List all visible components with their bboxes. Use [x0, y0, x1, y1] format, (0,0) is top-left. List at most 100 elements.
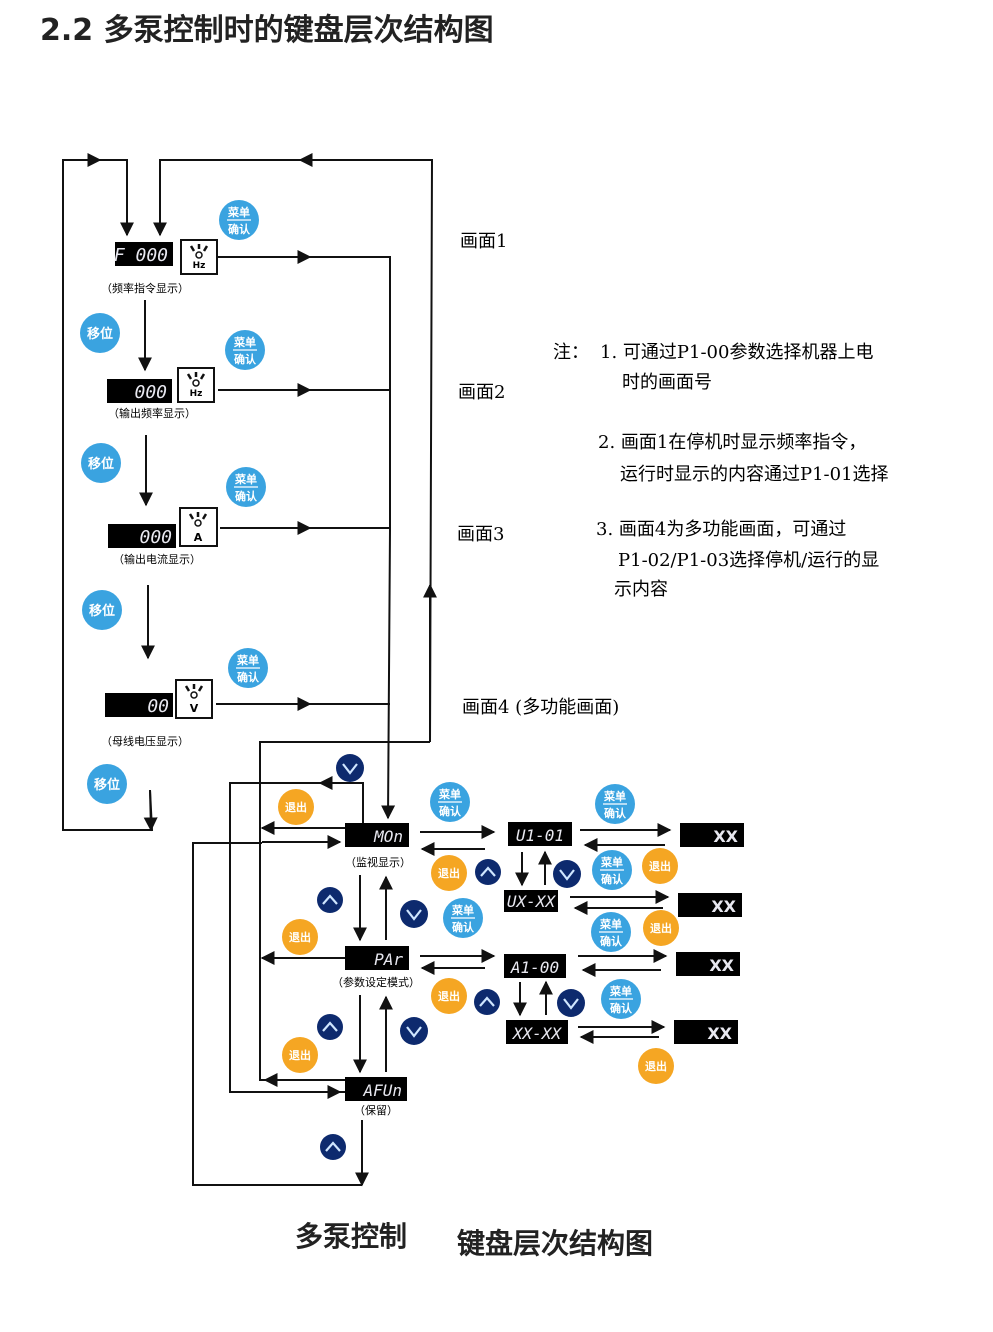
screen-3: 000 A （输出电流显示） 画面3 — [108, 507, 504, 566]
svg-text:移位: 移位 — [89, 603, 115, 619]
up-button[interactable] — [474, 989, 500, 1015]
exit-button[interactable]: 退出 — [642, 848, 678, 884]
exit-button[interactable]: 退出 — [278, 789, 314, 825]
up-button[interactable] — [317, 887, 343, 913]
shift-button[interactable]: 移位 — [82, 590, 122, 630]
svg-text:确认: 确认 — [604, 806, 627, 820]
display-value: F 000 — [114, 245, 168, 266]
led-glow-icon — [186, 372, 206, 387]
mode-parameter: PAr （参数设定模式） — [332, 946, 420, 989]
screen-label: 画面2 — [458, 382, 505, 403]
svg-text:A: A — [194, 531, 203, 544]
svg-text:PAr: PAr — [374, 950, 403, 969]
screen-caption: （输出频率显示） — [108, 406, 196, 420]
screen-4: 00 V （母线电压显示） 画面4 (多功能画面) — [101, 679, 619, 748]
svg-text:退出: 退出 — [289, 1048, 311, 1062]
display-value: 00 — [147, 696, 169, 717]
svg-text:退出: 退出 — [285, 800, 307, 814]
up-button[interactable] — [317, 1014, 343, 1040]
svg-text:菜单: 菜单 — [227, 205, 250, 219]
down-button[interactable] — [400, 1017, 428, 1045]
exit-button[interactable]: 退出 — [282, 1037, 318, 1073]
exit-button[interactable]: 退出 — [431, 978, 467, 1014]
svg-text:菜单: 菜单 — [451, 903, 474, 917]
exit-button[interactable]: 退出 — [643, 910, 679, 946]
display-value: XX-XX — [512, 1024, 563, 1043]
screen-1: F 000 Hz （频率指令显示） 画面1 — [101, 231, 507, 295]
svg-text:（监视显示）: （监视显示） — [345, 855, 411, 869]
screen-caption: （母线电压显示） — [101, 734, 189, 748]
svg-text:Hz: Hz — [193, 261, 206, 271]
svg-text:确认: 确认 — [439, 804, 462, 818]
exit-button[interactable]: 退出 — [282, 919, 318, 955]
sub-display: A1-00 — [504, 954, 566, 978]
down-button[interactable] — [336, 754, 364, 782]
connector-lines — [62, 153, 672, 1187]
display-value: 000 — [139, 527, 172, 548]
chevron-up-icon — [325, 1141, 341, 1152]
keypad-buttons: 菜单确认菜单确认菜单确认菜单确认菜单确认菜单确认菜单确认菜单确认菜单确认菜单确认… — [80, 200, 679, 1160]
svg-text:菜单: 菜单 — [438, 787, 461, 801]
exit-button[interactable]: 退出 — [638, 1048, 674, 1084]
svg-text:移位: 移位 — [88, 456, 114, 472]
shift-button[interactable]: 移位 — [87, 764, 127, 804]
note-line: 3. 画面4为多功能画面，可通过 — [596, 519, 846, 540]
up-button[interactable] — [475, 859, 501, 885]
svg-text:确认: 确认 — [600, 934, 623, 948]
note-line: 示内容 — [614, 579, 668, 600]
mode-monitor: MOn （监视显示） — [345, 823, 411, 869]
note-line: 1. 可通过P1-00参数选择机器上电 — [600, 342, 873, 363]
svg-text:确认: 确认 — [234, 352, 257, 366]
svg-text:确认: 确认 — [237, 670, 260, 684]
down-button[interactable] — [553, 860, 581, 888]
value-display: XX — [678, 893, 742, 917]
notes: 注： 1. 可通过P1-00参数选择机器上电 时的画面号 2. 画面1在停机时显… — [553, 342, 889, 600]
led-glow-icon — [189, 244, 209, 259]
note-line: P1-02/P1-03选择停机/运行的显 — [618, 550, 879, 571]
chevron-down-icon — [342, 763, 358, 775]
led-glow-icon — [188, 512, 208, 527]
svg-text:移位: 移位 — [87, 326, 113, 342]
down-button[interactable] — [557, 989, 585, 1017]
exit-button[interactable]: 退出 — [431, 855, 467, 891]
svg-text:确认: 确认 — [610, 1001, 633, 1015]
svg-text:退出: 退出 — [438, 989, 460, 1003]
led-glow-icon — [184, 684, 204, 699]
figure-caption-part2: 键盘层次结构图 — [457, 1227, 653, 1260]
svg-text:确认: 确认 — [452, 920, 475, 934]
chevron-up-icon — [322, 894, 338, 905]
display-value: XX — [713, 827, 738, 846]
figure-caption-part1: 多泵控制 — [295, 1220, 407, 1253]
svg-text:AFUn: AFUn — [362, 1081, 402, 1100]
screen-label: 画面3 — [457, 524, 504, 545]
display-value: XX — [709, 956, 734, 975]
shift-button[interactable]: 移位 — [81, 443, 121, 483]
display-value: 000 — [134, 382, 167, 403]
value-display: XX — [680, 823, 744, 847]
screen-caption: （频率指令显示） — [101, 281, 189, 295]
up-button[interactable] — [320, 1134, 346, 1160]
note-line: 2. 画面1在停机时显示频率指令， — [598, 432, 866, 453]
svg-text:退出: 退出 — [438, 866, 460, 880]
screen-caption: （输出电流显示） — [113, 552, 201, 566]
chevron-down-icon — [406, 909, 422, 921]
svg-text:移位: 移位 — [94, 777, 120, 793]
chevron-down-icon — [559, 869, 575, 881]
down-button[interactable] — [400, 900, 428, 928]
svg-text:菜单: 菜单 — [599, 917, 622, 931]
svg-text:退出: 退出 — [650, 921, 672, 935]
note-line: 运行时显示的内容通过P1-01选择 — [620, 464, 889, 485]
shift-button[interactable]: 移位 — [80, 313, 120, 353]
svg-text:菜单: 菜单 — [233, 335, 256, 349]
